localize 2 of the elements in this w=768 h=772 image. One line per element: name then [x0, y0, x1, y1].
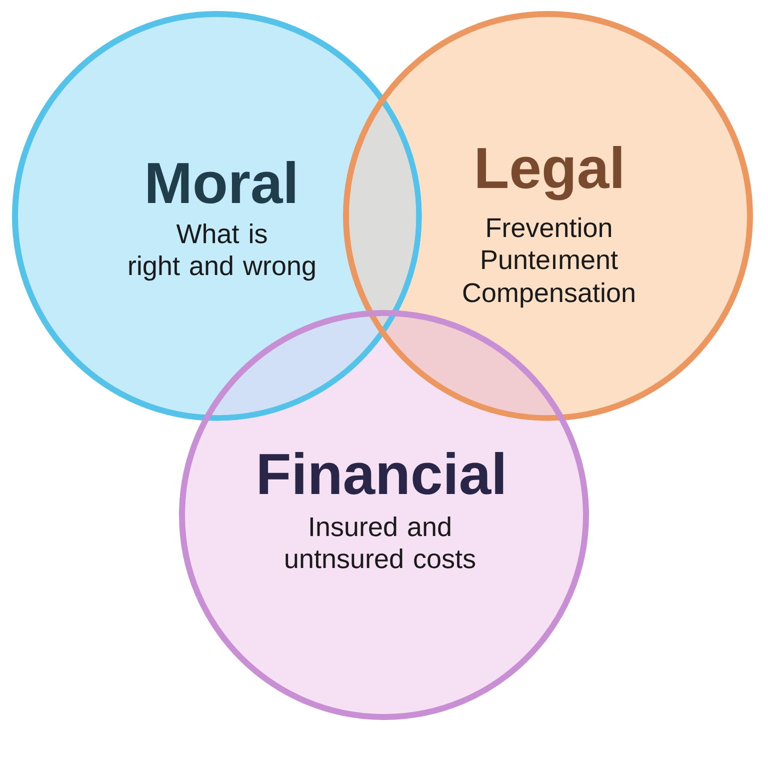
description: What is right and wrong	[129, 224, 315, 281]
title: Moral	[148, 160, 295, 204]
